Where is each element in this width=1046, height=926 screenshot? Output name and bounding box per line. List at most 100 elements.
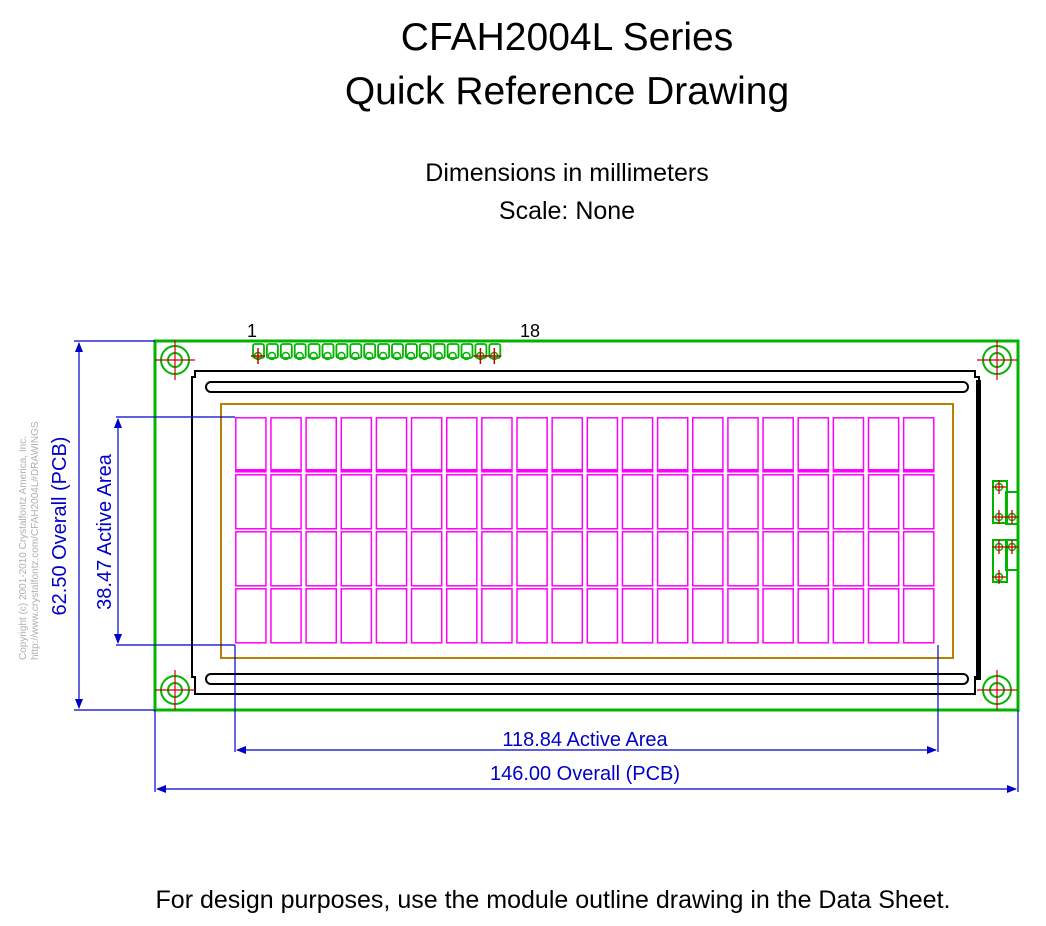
- character-cell: [375, 588, 408, 644]
- character-cell: [902, 417, 935, 473]
- character-cell: [516, 588, 548, 644]
- character-cell: [762, 531, 794, 587]
- cursor-line: [341, 469, 372, 472]
- character-cell: [656, 531, 689, 587]
- character-cell: [797, 588, 830, 644]
- character-cell: [445, 531, 478, 587]
- arrow-head: [156, 785, 166, 793]
- character-cell: [551, 417, 584, 473]
- character-cell: [235, 417, 267, 473]
- character-cell: [586, 588, 619, 644]
- character-cell: [656, 417, 689, 473]
- arrow-head: [236, 746, 246, 754]
- pin-hole: [351, 351, 360, 361]
- character-cell: [797, 417, 830, 473]
- character-cell: [551, 474, 584, 530]
- cursor-line: [517, 469, 548, 472]
- backlight-connector: [992, 480, 1019, 583]
- connector-pin: [404, 343, 418, 359]
- arrow-head: [1007, 785, 1017, 793]
- pin-hole: [295, 351, 304, 361]
- character-cell: [692, 417, 724, 473]
- cursor-line: [798, 469, 829, 472]
- design-note: For design purposes, use the module outl…: [155, 886, 951, 914]
- character-cell: [235, 474, 267, 530]
- cursor-line: [622, 469, 653, 472]
- character-cell: [832, 474, 865, 530]
- character-cell: [832, 417, 865, 473]
- character-cell: [340, 474, 373, 530]
- character-cell: [445, 588, 478, 644]
- connector-pin: [460, 343, 474, 359]
- pin-hole: [406, 351, 416, 361]
- character-cell: [656, 474, 689, 530]
- connector-pin: [307, 343, 321, 359]
- drawing-subtitle: Quick Reference Drawing: [344, 70, 790, 113]
- character-cell: [235, 531, 267, 587]
- connector-pin: [321, 343, 335, 359]
- height-overall-label: 62.50 Overall (PCB): [49, 437, 71, 616]
- character-cell: [375, 417, 408, 473]
- connector-pins: [251, 343, 502, 364]
- cursor-line: [692, 469, 723, 472]
- character-cell: [305, 531, 338, 587]
- character-cell: [481, 588, 513, 644]
- connector-pin: [279, 343, 293, 359]
- character-cell: [621, 588, 654, 644]
- pin-hole: [309, 351, 318, 361]
- character-cell: [867, 588, 900, 644]
- character-cell: [445, 417, 478, 473]
- character-cell: [551, 588, 584, 644]
- bezel-side-bar: [976, 380, 981, 680]
- height-active-label: 38.47 Active Area: [94, 453, 116, 610]
- character-cell: [727, 588, 759, 644]
- character-cell: [410, 474, 443, 530]
- connector-pin: [391, 343, 404, 359]
- character-cell: [445, 474, 478, 530]
- character-cell: [692, 474, 724, 530]
- cursor-line: [270, 469, 302, 472]
- character-cell: [270, 474, 302, 530]
- cursor-line: [411, 469, 442, 472]
- connector-pin: [363, 343, 377, 359]
- connector-pin: [418, 343, 432, 359]
- character-cell: [621, 474, 654, 530]
- width-active-label: 118.84 Active Area: [502, 729, 668, 751]
- scale-note: Scale: None: [498, 197, 636, 225]
- character-cell: [410, 588, 443, 644]
- connector-pin: [432, 343, 446, 359]
- pin-hole: [267, 351, 277, 361]
- character-cell: [481, 531, 513, 587]
- connector-pin: [377, 343, 391, 359]
- cursor-line: [235, 469, 266, 472]
- pin-hole: [420, 351, 430, 361]
- bezel-top-slot: [205, 381, 969, 393]
- pin-18-label: 18: [520, 321, 540, 341]
- mounting-holes: [155, 340, 1017, 710]
- character-cell: [305, 474, 338, 530]
- character-cell: [270, 531, 302, 587]
- character-cell: [551, 531, 584, 587]
- character-cell: [270, 417, 302, 473]
- width-overall-label: 146.00 Overall (PCB): [490, 763, 680, 785]
- character-cell: [867, 417, 900, 473]
- cursor-line: [763, 469, 794, 472]
- character-cell: [656, 588, 689, 644]
- character-cell: [727, 417, 759, 473]
- character-cell: [516, 417, 548, 473]
- cursor-line: [657, 469, 688, 472]
- character-cell: [340, 531, 373, 587]
- pin-hole: [462, 351, 471, 361]
- pin-hole: [434, 351, 443, 361]
- character-cell: [797, 531, 830, 587]
- character-cell: [902, 588, 935, 644]
- character-cell: [481, 474, 513, 530]
- cursor-line: [727, 469, 759, 472]
- pin-hole: [364, 351, 374, 361]
- cursor-line: [446, 469, 477, 472]
- pcb-outline: [153, 339, 1020, 712]
- character-cell: [692, 588, 724, 644]
- arrow-head: [114, 418, 122, 428]
- character-cell: [727, 531, 759, 587]
- character-cell: [867, 474, 900, 530]
